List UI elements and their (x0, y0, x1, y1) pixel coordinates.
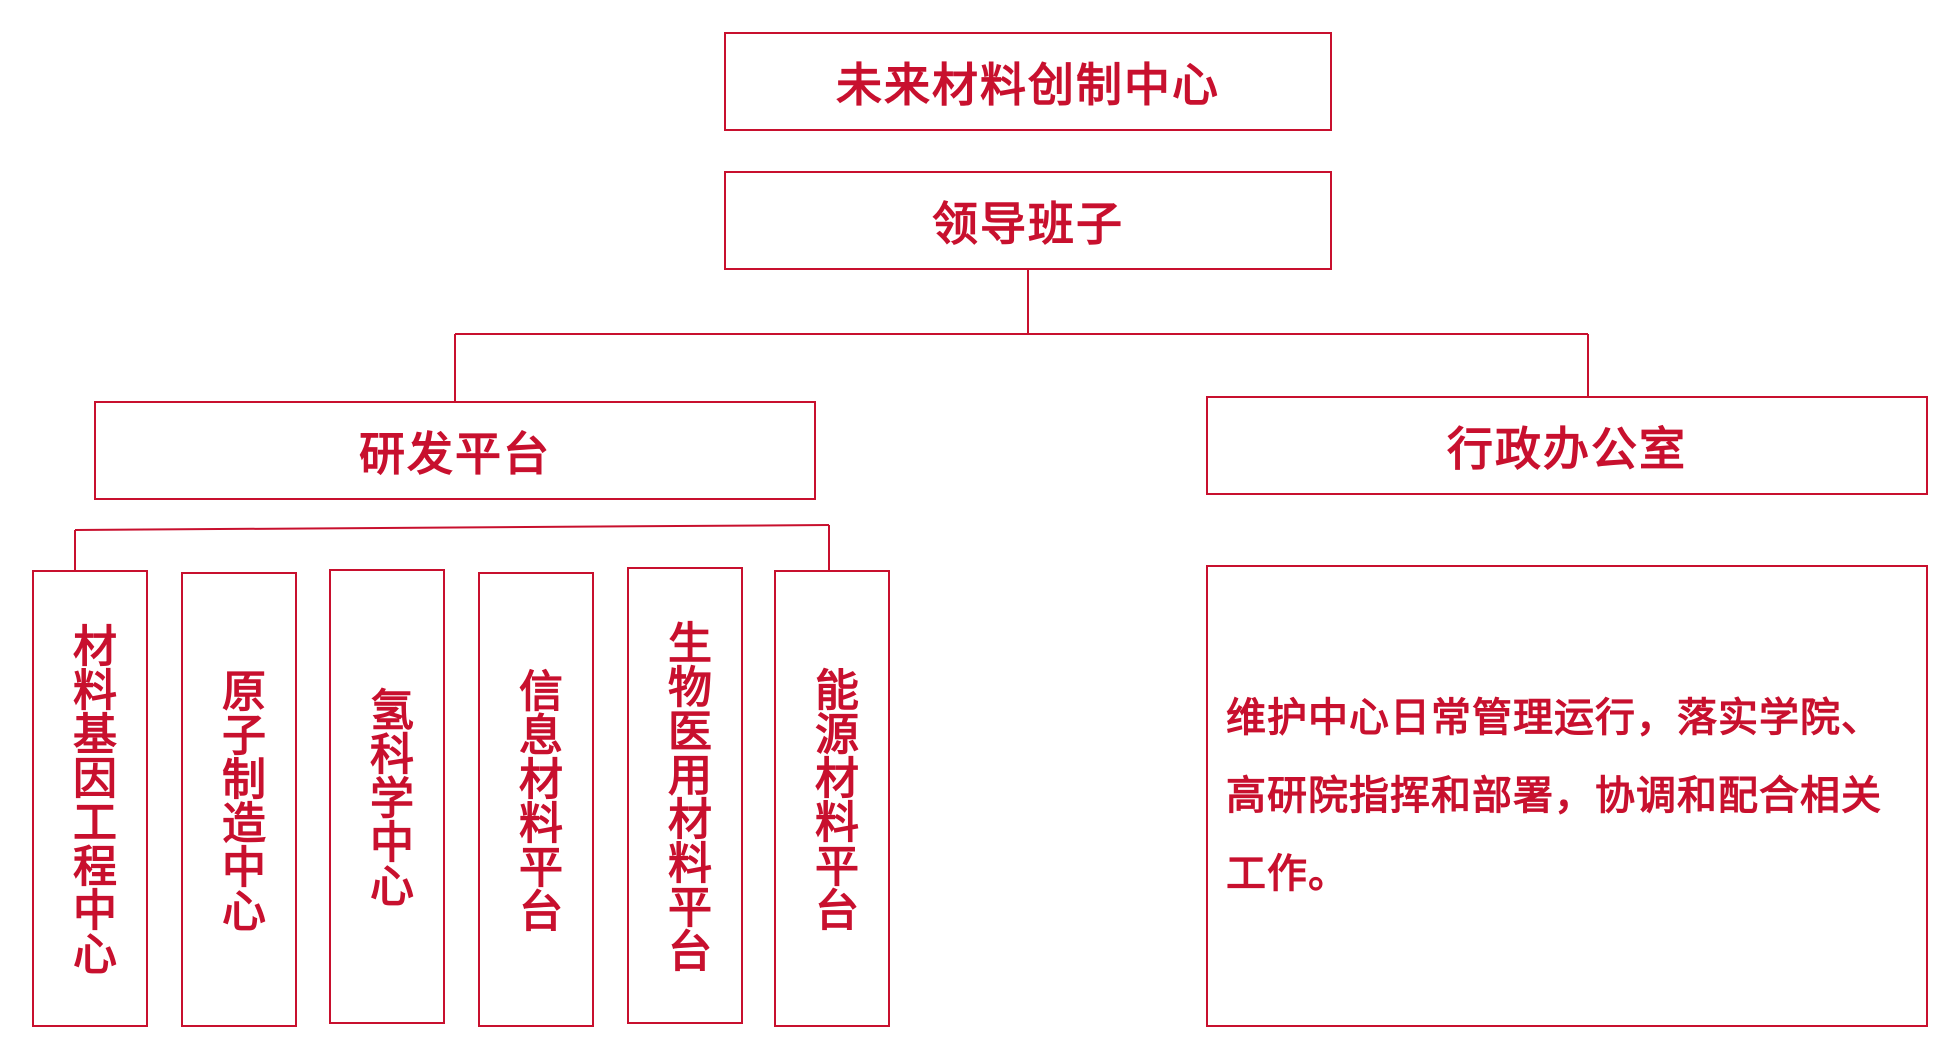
sub-unit-label-5: 生物医用材料平台 (660, 619, 711, 972)
sub-unit-label-4: 信息材料平台 (511, 667, 562, 932)
sub-unit-box-5: 生物医用材料平台 (627, 567, 743, 1024)
center-title: 未来材料创制中心 (836, 57, 1220, 112)
leadership-label: 领导班子 (932, 196, 1124, 251)
leadership-box: 领导班子 (724, 171, 1332, 270)
admin-office-label: 行政办公室 (1447, 421, 1687, 476)
rd-platform-box: 研发平台 (94, 401, 816, 500)
admin-description-box: 维护中心日常管理运行，落实学院、高研院指挥和部署，协调和配合相关工作。 (1206, 565, 1928, 1027)
rd-platform-label: 研发平台 (359, 426, 551, 481)
sub-unit-label-6: 能源材料平台 (807, 666, 858, 931)
admin-description-text: 维护中心日常管理运行，落实学院、高研院指挥和部署，协调和配合相关工作。 (1226, 695, 1882, 897)
sub-unit-box-2: 原子制造中心 (181, 572, 297, 1027)
center-title-box: 未来材料创制中心 (724, 32, 1332, 131)
sub-unit-label-3: 氢科学中心 (362, 686, 413, 907)
sub-unit-label-2: 原子制造中心 (214, 667, 265, 932)
sub-unit-box-6: 能源材料平台 (774, 570, 890, 1027)
sub-unit-box-4: 信息材料平台 (478, 572, 594, 1027)
connector-rd-sub-bar (74, 524, 830, 531)
sub-unit-box-3: 氢科学中心 (329, 569, 445, 1024)
admin-office-box: 行政办公室 (1206, 396, 1928, 495)
sub-unit-box-1: 材料基因工程中心 (32, 570, 148, 1027)
sub-unit-label-1: 材料基因工程中心 (65, 622, 116, 975)
